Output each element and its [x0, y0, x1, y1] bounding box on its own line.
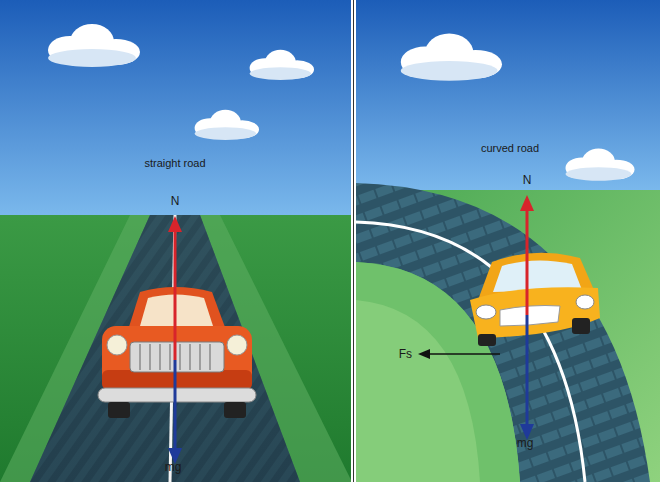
scene-caption: curved road	[481, 143, 539, 154]
car	[470, 253, 600, 346]
force-label: mg	[165, 461, 182, 473]
force-label: Fs	[399, 348, 412, 360]
force-label: N	[171, 195, 180, 207]
scene-caption: straight road	[144, 158, 205, 169]
car	[98, 287, 256, 418]
force-label: N	[523, 174, 532, 186]
force-label: mg	[517, 437, 534, 449]
